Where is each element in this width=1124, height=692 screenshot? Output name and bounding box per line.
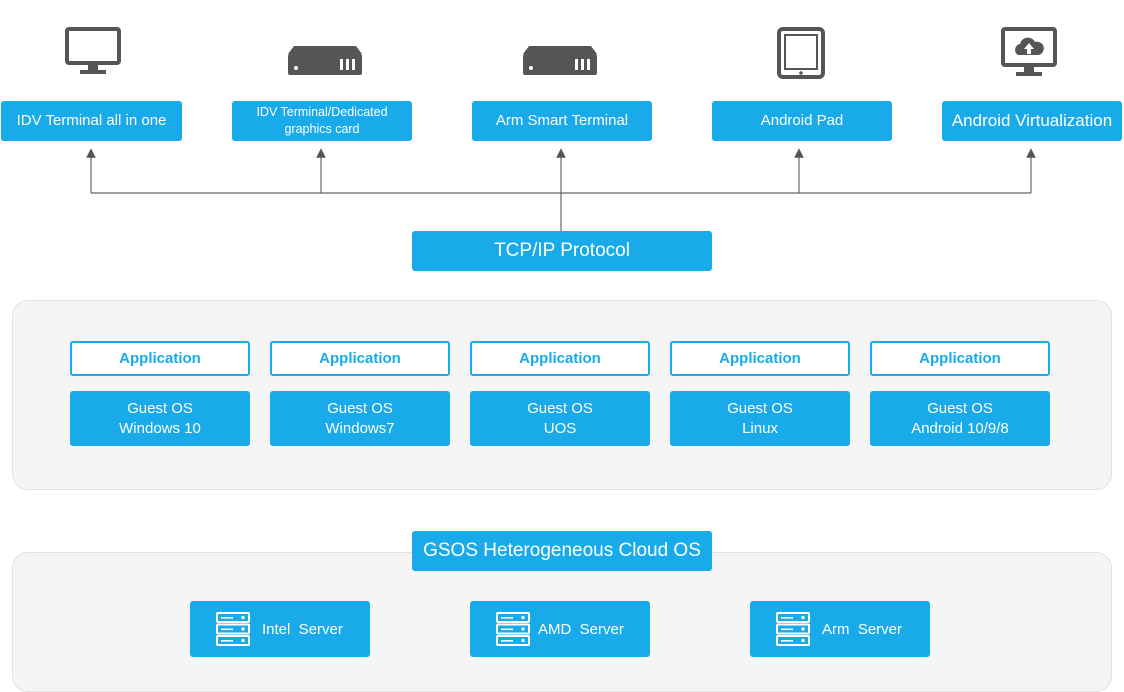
terminal-label-line: graphics card (284, 122, 360, 136)
application-box: Application (70, 341, 250, 376)
guest-os-name: Android 10/9/8 (911, 419, 1009, 437)
server-label: Intel Server (262, 620, 343, 638)
application-box: Application (670, 341, 850, 376)
terminal-label-idv-dedicated: IDV Terminal/Dedicated graphics card (232, 101, 412, 141)
server-box-icon (288, 46, 362, 75)
application-box: Application (270, 341, 450, 376)
server-box-icon (523, 46, 597, 75)
server-rack-icon (496, 612, 530, 646)
terminal-label-line: IDV Terminal/Dedicated (256, 105, 388, 120)
terminal-label-android-virtualization: Android Virtualization (942, 101, 1122, 141)
guest-os-name: Linux (742, 419, 778, 437)
server-rack-icon (216, 612, 250, 646)
guest-os-linux: Guest OS Linux (670, 391, 850, 446)
tcp-ip-protocol-box: TCP/IP Protocol (412, 231, 712, 271)
guest-os-title: Guest OS (927, 399, 993, 417)
cloud-os-box: GSOS Heterogeneous Cloud OS (412, 531, 712, 571)
guest-os-windows10: Guest OS Windows 10 (70, 391, 250, 446)
guest-os-title: Guest OS (727, 399, 793, 417)
intel-server-box: Intel Server (190, 601, 370, 657)
amd-server-box: AMD Server (470, 601, 650, 657)
guest-os-android: Guest OS Android 10/9/8 (870, 391, 1050, 446)
arm-server-box: Arm Server (750, 601, 930, 657)
server-label: AMD Server (538, 620, 624, 638)
terminal-label-idv-all-in-one: IDV Terminal all in one (1, 101, 182, 141)
server-rack-icon (776, 612, 810, 646)
guest-os-title: Guest OS (527, 399, 593, 417)
guest-os-name: Windows7 (325, 419, 395, 437)
guest-os-uos: Guest OS UOS (470, 391, 650, 446)
guest-os-title: Guest OS (327, 399, 393, 417)
guest-os-name: UOS (543, 419, 577, 437)
terminal-label-arm-smart: Arm Smart Terminal (472, 101, 652, 141)
guest-os-windows7: Guest OS Windows7 (270, 391, 450, 446)
guest-os-title: Guest OS (127, 399, 193, 417)
server-label: Arm Server (822, 620, 903, 638)
application-box: Application (870, 341, 1050, 376)
application-box: Application (470, 341, 650, 376)
terminal-label-android-pad: Android Pad (712, 101, 892, 141)
monitor-icon (65, 27, 121, 74)
cloud-monitor-icon (1001, 27, 1057, 76)
guest-os-name: Windows 10 (119, 419, 201, 437)
tablet-icon (777, 27, 825, 79)
